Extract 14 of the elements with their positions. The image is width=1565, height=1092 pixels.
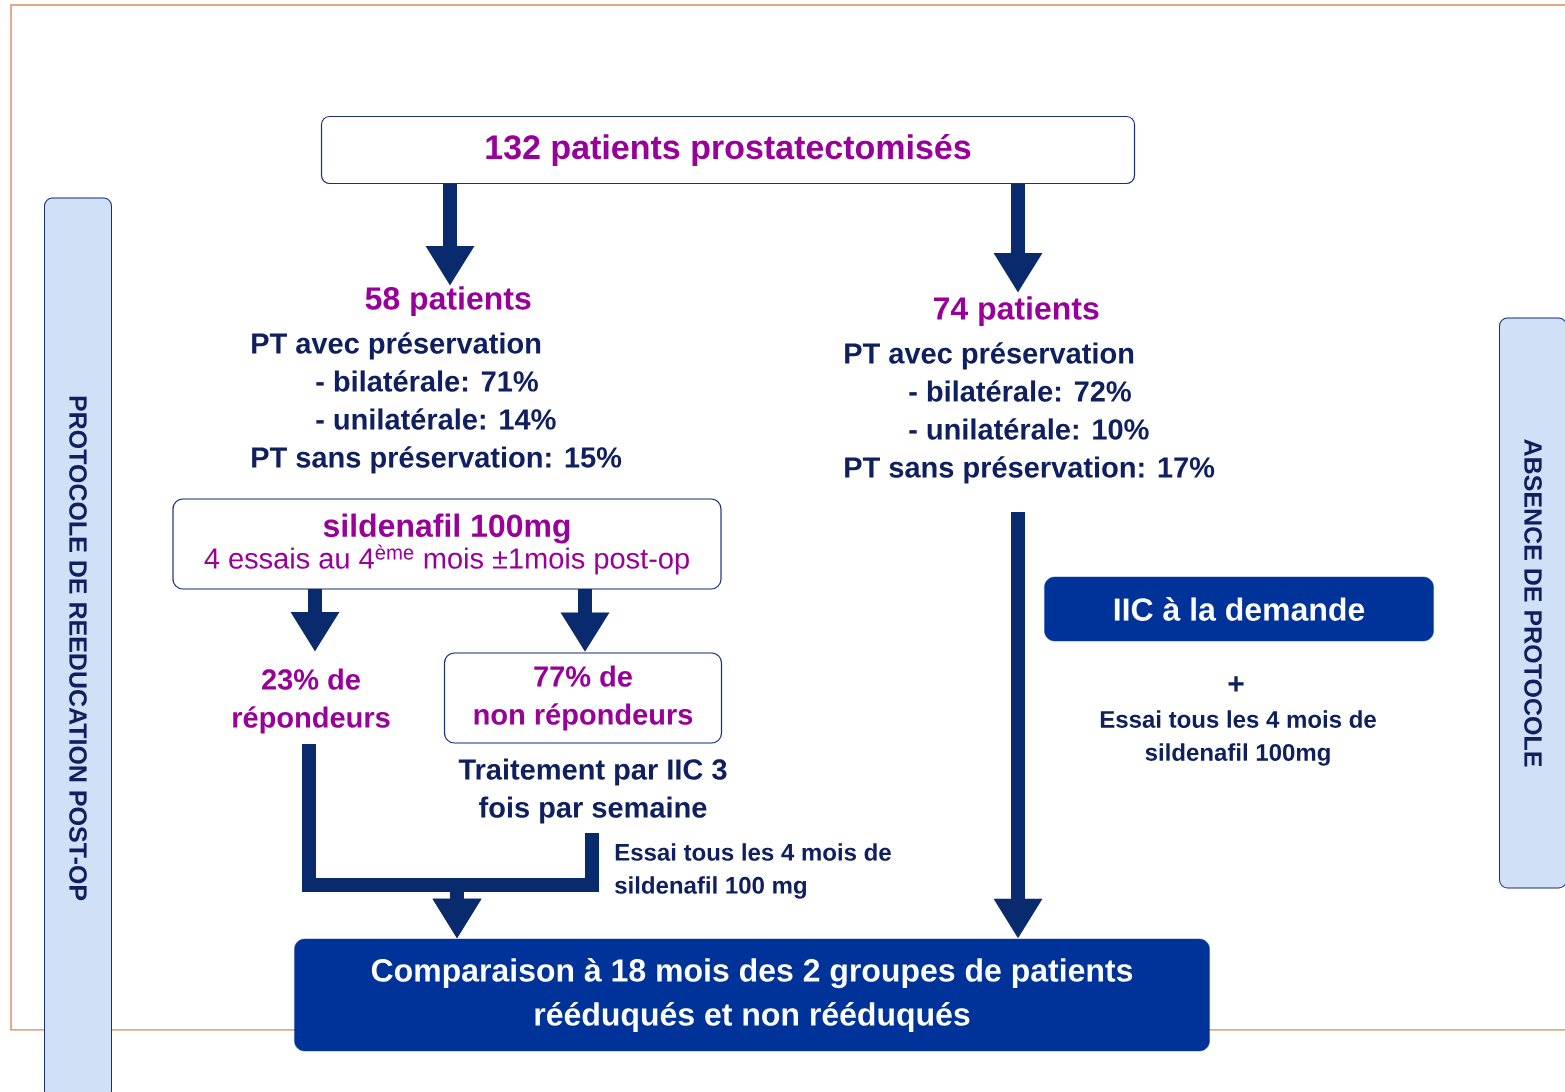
note-text: Traitement par IIC 3 fois par semaine (458, 758, 727, 824)
edge-label: Essai tous les 4 mois de sildenafil 100 mg (615, 843, 891, 899)
plus-sign: + (1228, 676, 1244, 692)
note-text: Essai tous les 4 mois de sildenafil 100mg (1100, 710, 1376, 766)
patient-group-text: 74 patients PT avec préservation - bilatérale: 72% - unilatérale: 10% PT sans préservation: 17% (845, 296, 1215, 484)
process-box: 132 patients prostatectomisés (320, 115, 1136, 185)
patient-group-text: 58 patients PT avec préservation - bilatérale: 71% - unilatérale: 14% PT sans préservation: 15% (252, 286, 622, 474)
process-box: Comparaison à 18 mois des 2 groupes de patients rééduqués et non rééduqués (294, 938, 1210, 1052)
responder-text: 23% de répondeurs (233, 668, 390, 734)
process-box: IIC à la demande (1044, 576, 1434, 642)
result-box: 77% de non répondeurs (443, 652, 723, 744)
side-band: ABSENCE DE PROTOCOLE (1499, 317, 1565, 889)
side-band: PROTOCOLE DE REEDUCATION POST-OP (44, 197, 112, 1092)
treatment-box: sildenafil 100mg 4 essais au 4$^{ème}$ mois ±1mois post-op (172, 498, 722, 590)
